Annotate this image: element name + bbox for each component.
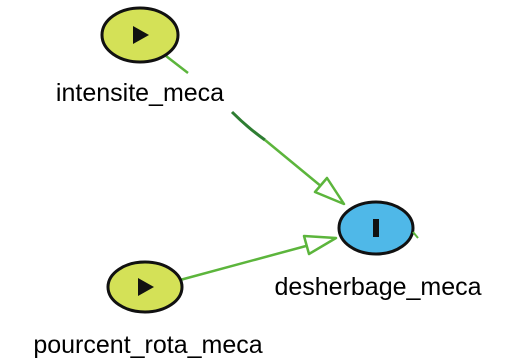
- arrowhead-icon: [313, 176, 346, 206]
- node-label-desherbage-meca: desherbage_meca: [274, 273, 481, 301]
- play-icon: [138, 278, 154, 296]
- node-label-intensite-meca: intensite_meca: [56, 79, 224, 107]
- node-label-pourcent-rota-meca: pourcent_rota_meca: [33, 331, 262, 359]
- arrowhead-icon: [302, 234, 338, 256]
- bar-icon: [373, 219, 379, 237]
- node-intensite-meca[interactable]: intensite_meca: [56, 6, 224, 107]
- edge-pourcent-to-desherbage[interactable]: [179, 234, 338, 282]
- play-icon: [133, 26, 149, 44]
- node-pourcent-rota-meca[interactable]: pourcent_rota_meca: [33, 260, 263, 359]
- edge-intensite-to-desherbage[interactable]: [165, 55, 346, 206]
- node-desherbage-meca[interactable]: desherbage_meca: [274, 200, 482, 301]
